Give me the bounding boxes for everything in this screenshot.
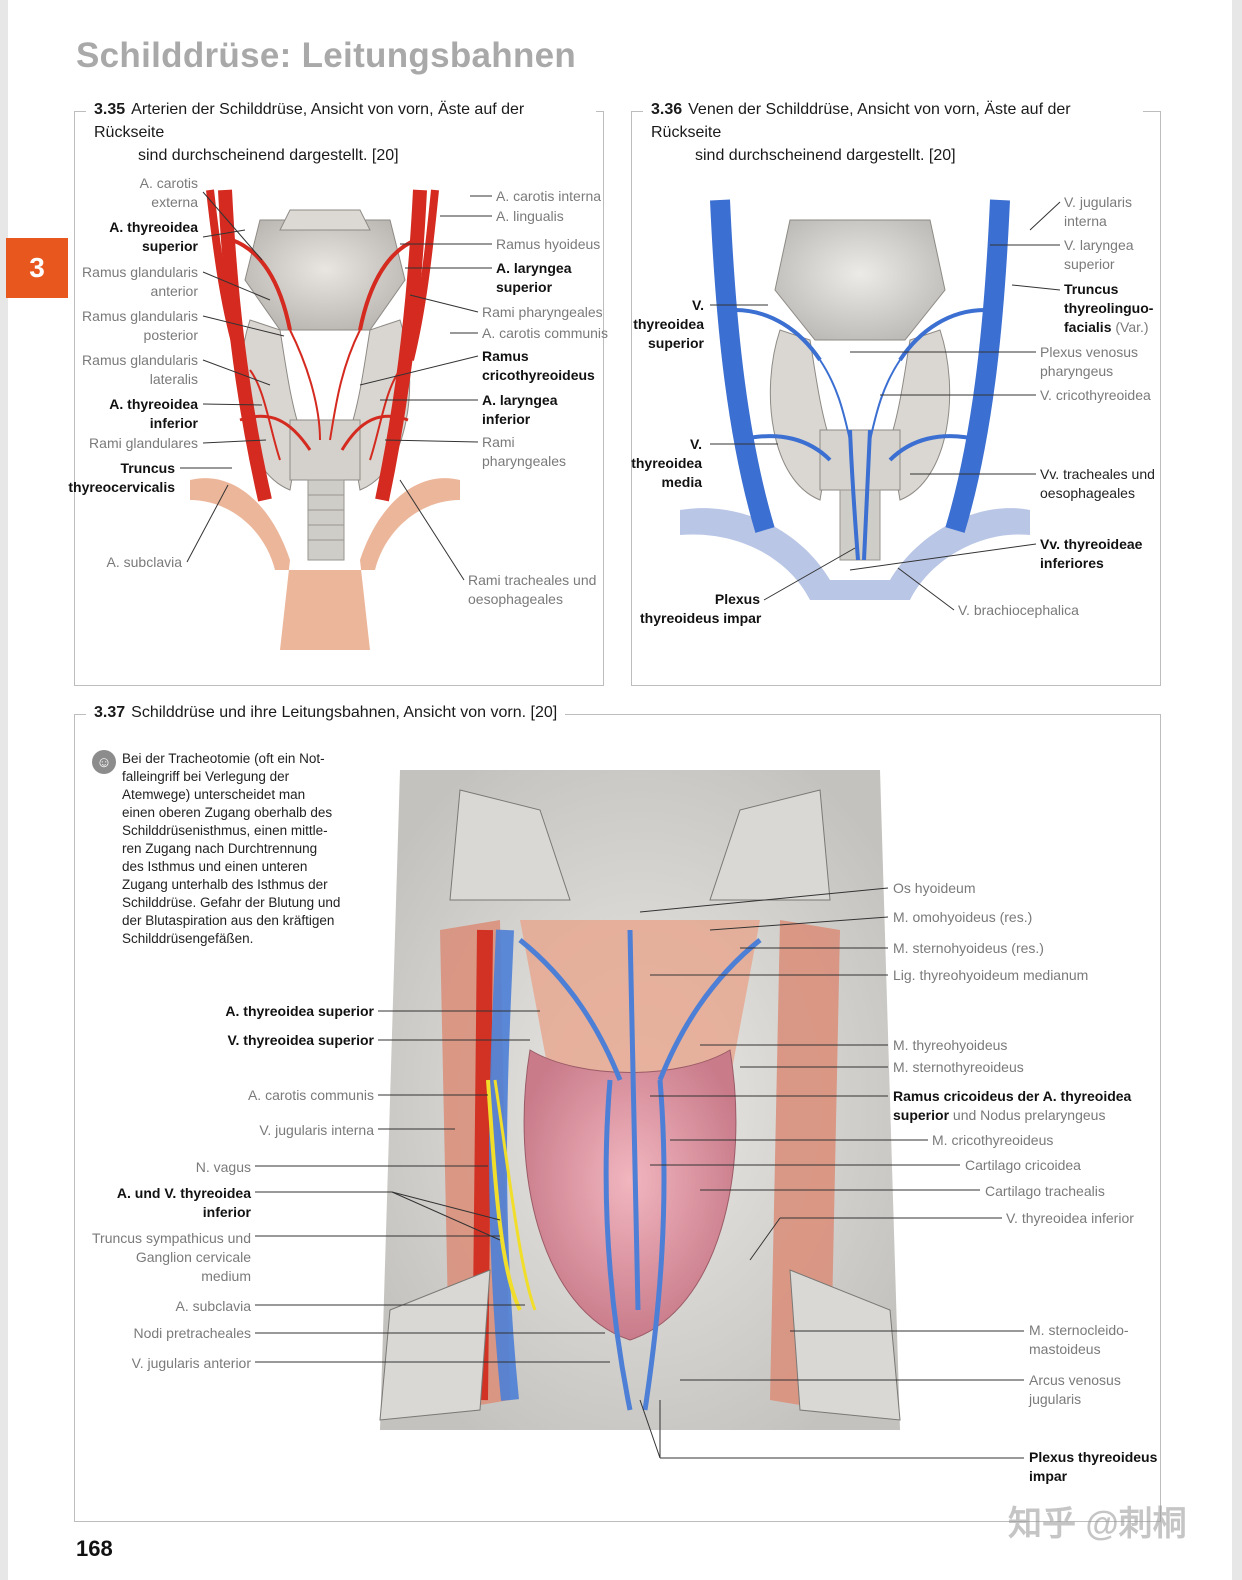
label-ramus-hyoideus: Ramus hyoideus	[496, 236, 601, 252]
page-edge-left	[0, 0, 8, 1580]
label-m-cricothyreoideus: M. cricothyreoideus	[932, 1132, 1054, 1148]
label-a-subclavia: A. subclavia	[106, 554, 182, 570]
label-os-hyoideum: Os hyoideum	[893, 880, 976, 896]
page-number: 168	[76, 1536, 113, 1561]
label-v-jugularis-anterior: V. jugularis anterior	[131, 1355, 251, 1371]
label-n-vagus: N. vagus	[195, 1159, 251, 1175]
label-cartilago-cricoidea: Cartilago cricoidea	[965, 1157, 1081, 1173]
clinical-note-icon: ☺	[92, 750, 116, 774]
label-a-subclavia-37: A. subclavia	[175, 1298, 251, 1314]
label-lig-thyreohyoideum: Lig. thyreohyoideum medianum	[893, 967, 1089, 983]
figure-number: 3.35	[94, 101, 126, 118]
label-v-jugularis-interna-37: V. jugularis interna	[259, 1122, 374, 1138]
label-v-brachiocephalica: V. brachiocephalica	[958, 602, 1079, 618]
label-a-thyreoidea-superior-37: A. thyreoidea superior	[225, 1003, 374, 1019]
label-v-thyreoidea-inferior-37: V. thyreoidea inferior	[1006, 1210, 1134, 1226]
label-m-thyreohyoideus: M. thyreohyoideus	[893, 1037, 1008, 1053]
watermark: 知乎 @刺桐	[1008, 1505, 1187, 1543]
label-a-carotis-communis: A. carotis communis	[482, 325, 609, 341]
page-title: Schilddrüse: Leitungsbahnen	[76, 36, 577, 75]
thyroid-dissection-illustration	[379, 770, 901, 1430]
label-m-omohyoideus: M. omohyoideus (res.)	[893, 909, 1033, 925]
figure-number: 3.36	[651, 101, 683, 118]
label-rami-pharyngeales: Rami pharyngeales	[482, 304, 603, 320]
figure-number: 3.37	[94, 704, 126, 721]
label-nodi-pretracheales: Nodi pretracheales	[133, 1325, 251, 1341]
clinical-note: Bei der Tracheotomie (oft ein Not- falle…	[122, 751, 341, 946]
label-m-sternothyreoideus: M. sternothyreoideus	[893, 1059, 1024, 1075]
thyroid-arteries-illustration	[190, 189, 460, 650]
label-a-lingualis: A. lingualis	[496, 208, 564, 224]
thyroid-veins-illustration	[680, 199, 1030, 600]
figure-3-37-frame	[74, 714, 1161, 1522]
label-cartilago-trachealis: Cartilago trachealis	[985, 1183, 1105, 1199]
label-v-thyreoidea-superior-37: V. thyreoidea superior	[227, 1032, 374, 1048]
label-rami-glandulares: Rami glandulares	[89, 435, 198, 451]
page-edge-right	[1232, 0, 1242, 1580]
label-m-sternocleidomastoideus: M. sternocleido-mastoideus	[1029, 1322, 1129, 1357]
label-v-cricothyreoidea: V. cricothyreoidea	[1040, 387, 1151, 403]
chapter-tab[interactable]: 3	[6, 238, 68, 298]
label-m-sternohyoideus: M. sternohyoideus (res.)	[893, 940, 1044, 956]
label-a-carotis-interna: A. carotis interna	[496, 188, 602, 204]
label-a-carotis-communis-37: A. carotis communis	[247, 1087, 374, 1103]
